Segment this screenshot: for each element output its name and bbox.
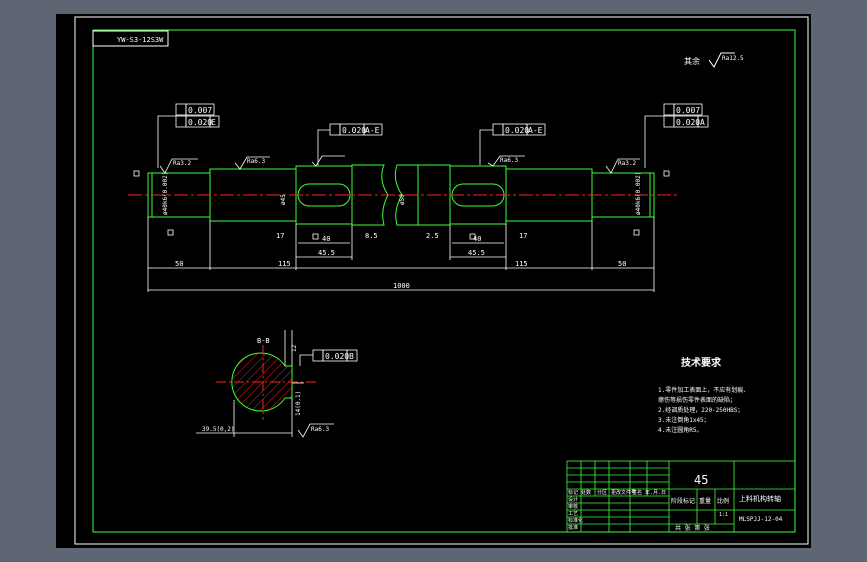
gdt-right-datum: A: [700, 118, 705, 127]
title-process: 工艺: [568, 511, 578, 517]
roughness-r1: Ra3.2: [173, 160, 191, 167]
title-change-label: 更改文件号: [611, 489, 636, 496]
title-design: 设计: [568, 496, 578, 503]
gdt-left-runout: 0.020: [188, 118, 212, 127]
dim-seg-right-mid: 115: [515, 260, 528, 268]
title-sign-label: 签名 年.月.日: [632, 489, 666, 496]
roughness-r3: Ra6.3: [500, 157, 518, 164]
roughness-default-value: Ra12.5: [722, 55, 744, 62]
dim-seg-left-end: 50: [175, 260, 183, 268]
tech-note-2: 擦伤等损伤零件表面的缺陷；: [658, 396, 736, 404]
section-label: B-B: [257, 337, 270, 345]
dim-key-len-right: 40: [473, 235, 481, 243]
gdt-right-runout: 0.020: [676, 118, 700, 127]
section-view: [216, 345, 318, 420]
title-stage-label: 阶段标记: [671, 497, 695, 505]
dim-key-right: 45.5: [468, 249, 485, 257]
gdt-mid-left: 0.020: [342, 126, 366, 135]
dim-gap-left: 8.5: [365, 232, 378, 240]
dim-gap-right: 2.5: [426, 232, 439, 240]
title-scale: 1:1: [719, 512, 728, 518]
section-dimensions: [196, 330, 358, 438]
drawing-sheet: [56, 14, 811, 548]
section-width-dim: 39.5(0,2): [202, 426, 235, 433]
title-check: 审核: [568, 503, 578, 510]
gdt-mid-right: 0.020: [505, 126, 529, 135]
dim-overall: 1000: [393, 282, 410, 290]
dim-off-right: 17: [519, 232, 527, 240]
tech-title: 技术要求: [681, 356, 722, 369]
outer-frame: [74, 16, 809, 545]
roughness-r2: Ra6.3: [247, 158, 265, 165]
gdt-left-datum: E: [211, 118, 216, 127]
dim-dia-right: ø40k6(0.002): [635, 172, 642, 215]
tech-note-4: 3.未注倒角1x45；: [658, 416, 710, 424]
title-block: [566, 460, 796, 533]
gdt-left: [157, 103, 220, 168]
title-rev-label: 标记 处数: [568, 489, 591, 496]
dim-dia-left: ø40k6(0.002): [162, 172, 169, 215]
title-sheet-label: 共 张 第 张: [675, 524, 710, 532]
dim-key-left: 45.5: [318, 249, 335, 257]
section-key-dim: 12: [291, 344, 298, 352]
roughness-default-symbol: [708, 52, 735, 68]
dim-dia-key: ø45: [280, 194, 287, 205]
title-scale-label: 比例: [717, 497, 729, 505]
gdt-mid-left-datum: A-E: [365, 126, 380, 135]
dim-off-left: 17: [276, 232, 284, 240]
tech-note-1: 1.零件加工表面上，不应有划痕、: [658, 386, 749, 394]
roughness-symbols: [159, 155, 640, 174]
title-std: 标准化: [568, 517, 583, 524]
dim-key-len-left: 40: [322, 235, 330, 243]
title-name: 上料机构转轴: [739, 494, 781, 503]
gdt-mid-frames: [317, 123, 546, 165]
dim-seg-left-mid: 115: [278, 260, 291, 268]
gdt-left-circ: 0.007: [188, 106, 212, 115]
title-number: MLSPJJ-12-04: [739, 516, 783, 523]
section-gdt-datum: B: [349, 352, 354, 361]
title-weight-label: 重量: [699, 497, 711, 505]
dim-dia-mid: ø50: [399, 194, 406, 205]
roughness-default-label: 其余: [684, 56, 700, 66]
title-zone-label: 分区: [597, 489, 607, 496]
gdt-right: [644, 103, 709, 168]
inner-frame: [92, 29, 796, 533]
section-depth-dim: 14(0.1): [295, 391, 302, 416]
title-material: 45: [694, 473, 708, 487]
roughness-r6: Ra6.3: [311, 426, 329, 433]
code-box-text: YW-S3-12S3W: [117, 36, 164, 44]
gdt-mid-right-datum: A-E: [528, 126, 543, 135]
code-box: [92, 30, 169, 47]
roughness-r4: Ra3.2: [618, 160, 636, 167]
title-approve: 批准: [568, 524, 578, 531]
dim-seg-right-end: 50: [618, 260, 626, 268]
section-gdt-value: 0.020: [325, 352, 349, 361]
gdt-right-circ: 0.007: [676, 106, 700, 115]
tech-note-3: 2.经调质处理，220-250HBS；: [658, 406, 743, 414]
datum-markers: [133, 170, 670, 240]
tech-note-5: 4.未注圆角R5。: [658, 426, 702, 434]
dimension-lines: [147, 217, 655, 292]
